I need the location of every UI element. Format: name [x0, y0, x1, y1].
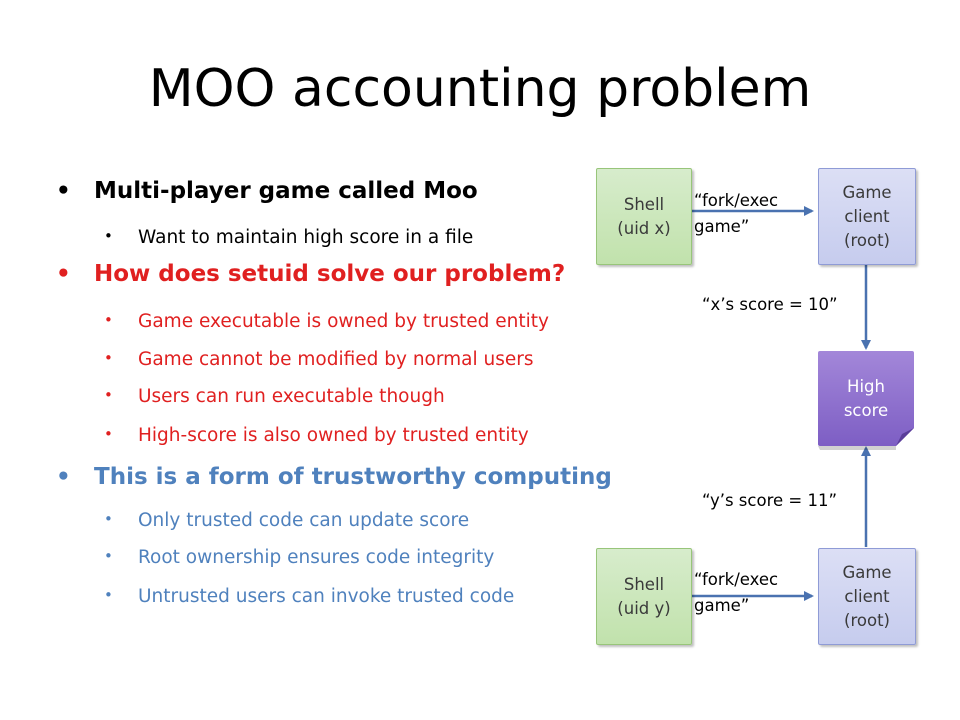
- shell-uid-y-box: Shell (uid y): [596, 548, 692, 645]
- game-client-top-box: Game client (root): [818, 168, 916, 265]
- bullet-3-sub-2: •Root ownership ensures code integrity: [104, 547, 495, 568]
- label-fork-top-line1: “fork/exec: [694, 191, 779, 210]
- bullet-2-sub-2-text: Game cannot be modified by normal users: [138, 349, 534, 370]
- label-fork-exec-bottom: “fork/exec game”: [694, 567, 778, 619]
- bullet-3-sub-2-text: Root ownership ensures code integrity: [138, 547, 495, 568]
- high-score-box: High score: [818, 351, 914, 446]
- bullet-3: •This is a form of trustworthy computing: [56, 464, 612, 490]
- high-score-line2: score: [843, 400, 889, 420]
- label-y-score: “y’s score = 11”: [702, 491, 838, 510]
- bullet-2-sub-1-text: Game executable is owned by trusted enti…: [138, 311, 550, 332]
- bullet-3-sub-3: •Untrusted users can invoke trusted code: [104, 586, 515, 607]
- bullet-2-sub-4: •High-score is also owned by trusted ent…: [104, 425, 529, 446]
- label-fork-top-line2: game”: [694, 217, 750, 236]
- bullet-2-sub-4-text: High-score is also owned by trusted enti…: [138, 425, 529, 446]
- game-client-bottom-box: Game client (root): [818, 548, 916, 645]
- game-bottom-line3: (root): [844, 610, 890, 630]
- game-top-line3: (root): [844, 230, 890, 250]
- bullet-1-text: Multi-player game called Moo: [94, 178, 478, 204]
- label-fork-bottom-line2: game”: [694, 596, 750, 615]
- bullet-2-sub-3-text: Users can run executable though: [138, 386, 445, 407]
- bullet-2: •How does setuid solve our problem?: [56, 261, 566, 287]
- bullet-3-sub-3-text: Untrusted users can invoke trusted code: [138, 586, 515, 607]
- high-score-document-fold: [818, 428, 914, 450]
- bullet-2-sub-3: •Users can run executable though: [104, 386, 445, 407]
- shell-y-line2: (uid y): [617, 598, 671, 618]
- bullet-3-text: This is a form of trustworthy computing: [94, 464, 612, 490]
- bullet-1-sub-1: •Want to maintain high score in a file: [104, 227, 474, 248]
- bullet-2-sub-1: •Game executable is owned by trusted ent…: [104, 311, 550, 332]
- label-fork-bottom-line1: “fork/exec: [694, 570, 779, 589]
- bullet-1: •Multi-player game called Moo: [56, 178, 478, 204]
- shell-y-line1: Shell: [623, 574, 665, 594]
- game-top-line2: client: [844, 206, 890, 226]
- slide-title: MOO accounting problem: [148, 59, 812, 119]
- bullet-2-sub-2: •Game cannot be modified by normal users: [104, 349, 534, 370]
- label-x-score: “x’s score = 10”: [702, 295, 838, 314]
- high-score-line1: High: [847, 376, 885, 396]
- game-top-line1: Game: [842, 182, 892, 202]
- shell-x-line1: Shell: [623, 194, 665, 214]
- game-bottom-line1: Game: [842, 562, 892, 582]
- bullet-3-sub-1-text: Only trusted code can update score: [138, 510, 470, 531]
- shell-uid-x-box: Shell (uid x): [596, 168, 692, 265]
- bullet-1-sub-1-text: Want to maintain high score in a file: [138, 227, 474, 248]
- bullet-3-sub-1: •Only trusted code can update score: [104, 510, 470, 531]
- label-fork-exec-top: “fork/exec game”: [694, 188, 778, 240]
- bullet-2-text: How does setuid solve our problem?: [94, 261, 566, 287]
- shell-x-line2: (uid x): [617, 218, 671, 238]
- game-bottom-line2: client: [844, 586, 890, 606]
